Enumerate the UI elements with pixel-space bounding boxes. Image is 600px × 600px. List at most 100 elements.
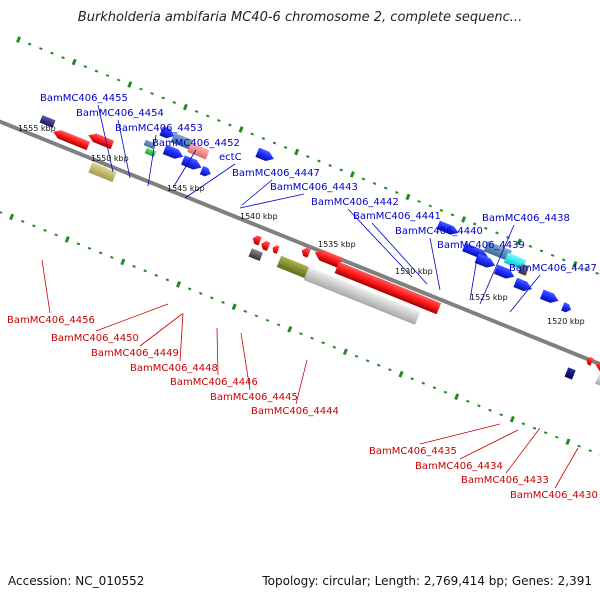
gene-label-minus[interactable]: BamMC406_4444 bbox=[251, 406, 339, 417]
gene-4452[interactable] bbox=[187, 142, 210, 160]
gene-label-minus[interactable]: BamMC406_4433 bbox=[461, 475, 549, 486]
gene-label-plus[interactable]: ectC bbox=[219, 152, 242, 163]
tick-mark-bottom bbox=[365, 359, 370, 363]
gene-label-minus[interactable]: BamMC406_4446 bbox=[170, 377, 258, 388]
tick-mark-bottom bbox=[377, 363, 381, 367]
kbp-tick-label: 1520 kbp bbox=[547, 317, 585, 326]
gene-4444b[interactable] bbox=[303, 266, 421, 325]
tick-mark-top bbox=[71, 58, 77, 66]
tick-mark-bottom bbox=[98, 251, 103, 255]
gene-4451[interactable] bbox=[162, 144, 185, 162]
gene-4444[interactable] bbox=[334, 261, 442, 315]
gene-label-minus[interactable]: BamMC406_4430 bbox=[510, 490, 598, 501]
tick-mark-bottom bbox=[64, 236, 70, 243]
gene-4439[interactable] bbox=[513, 277, 533, 294]
gene-4435b[interactable] bbox=[585, 356, 594, 366]
tick-mark-top bbox=[50, 51, 54, 55]
gene-label-minus[interactable]: BamMC406_4445 bbox=[210, 392, 298, 403]
tick-mark-bottom bbox=[87, 246, 92, 250]
tick-mark-bottom bbox=[76, 242, 81, 246]
gene-label-plus[interactable]: BamMC406_4454 bbox=[76, 108, 164, 119]
gene-label-plus[interactable]: BamMC406_4455 bbox=[40, 93, 128, 104]
tick-mark-bottom bbox=[32, 224, 36, 228]
gene-4450b[interactable] bbox=[199, 165, 213, 178]
gene-4440b[interactable] bbox=[493, 264, 516, 281]
plus-label-leader bbox=[371, 222, 428, 285]
gene-label-plus[interactable]: BamMC406_4442 bbox=[311, 197, 399, 208]
tick-mark-top bbox=[306, 154, 310, 158]
gene-4456b[interactable] bbox=[88, 162, 117, 183]
gene-label-minus[interactable]: BamMC406_4448 bbox=[130, 363, 218, 374]
gene-label-plus[interactable]: BamMC406_4452 bbox=[152, 138, 240, 149]
accession-text: Accession: NC_010552 bbox=[8, 574, 145, 588]
gene-label-plus[interactable]: BamMC406_4441 bbox=[353, 211, 441, 222]
tick-mark-bottom bbox=[488, 408, 492, 412]
tick-mark-top bbox=[83, 65, 88, 69]
gene-label-minus[interactable]: BamMC406_4450 bbox=[51, 333, 139, 344]
tick-mark-bottom bbox=[421, 381, 426, 385]
gene-4445[interactable] bbox=[276, 255, 310, 279]
gene-4454[interactable] bbox=[159, 126, 176, 141]
plus-label-leader bbox=[479, 224, 515, 305]
minus-label-leader bbox=[179, 312, 184, 362]
tick-mark-bottom bbox=[521, 422, 526, 426]
gene-label-minus[interactable]: BamMC406_4456 bbox=[7, 315, 95, 326]
gene-4438[interactable] bbox=[539, 289, 560, 306]
gene-4437[interactable] bbox=[561, 302, 573, 314]
tick-mark-top bbox=[372, 181, 377, 185]
topology-text: Topology: circular; Length: 2,769,414 bp… bbox=[262, 574, 592, 588]
gene-4454b[interactable] bbox=[144, 147, 157, 157]
tick-mark-bottom bbox=[410, 377, 414, 381]
tick-mark-bottom bbox=[532, 426, 537, 430]
gene-4446[interactable] bbox=[313, 248, 343, 269]
tick-mark-bottom bbox=[509, 415, 515, 423]
gene-label-plus[interactable]: BamMC406_4453 bbox=[115, 123, 203, 134]
gene-4447[interactable] bbox=[255, 147, 275, 164]
tick-mark-bottom bbox=[577, 444, 581, 448]
tick-mark-top bbox=[584, 267, 588, 271]
tick-mark-top bbox=[205, 114, 210, 118]
gene-label-minus[interactable]: BamMC406_4435 bbox=[369, 446, 457, 457]
gene-4446b[interactable] bbox=[300, 246, 311, 258]
gene-4441[interactable] bbox=[483, 241, 512, 261]
gene-label-plus[interactable]: BamMC406_4437 bbox=[509, 263, 597, 274]
gene-label-plus[interactable]: BamMC406_4438 bbox=[482, 213, 570, 224]
gene-4456[interactable] bbox=[51, 128, 90, 151]
gene-4449[interactable] bbox=[260, 240, 271, 252]
gene-4448[interactable] bbox=[271, 244, 280, 254]
gene-4440[interactable] bbox=[503, 252, 527, 271]
gene-4455b[interactable] bbox=[87, 131, 115, 150]
gene-4453[interactable] bbox=[170, 132, 194, 150]
gene-label-minus[interactable]: BamMC406_4434 bbox=[415, 461, 503, 472]
gene-4447b[interactable] bbox=[248, 248, 264, 262]
tick-mark-bottom bbox=[499, 413, 503, 417]
gene-4457[interactable] bbox=[39, 115, 56, 128]
tick-mark-top bbox=[127, 81, 133, 88]
gene-label-plus[interactable]: BamMC406_4443 bbox=[270, 182, 358, 193]
gene-4434[interactable] bbox=[564, 367, 576, 380]
kbp-tick-label: 1545 kbp bbox=[167, 184, 205, 193]
tick-mark-top bbox=[339, 168, 343, 172]
tick-mark-bottom bbox=[477, 404, 481, 408]
gene-4455[interactable] bbox=[143, 139, 156, 149]
gene-4433[interactable] bbox=[595, 373, 600, 391]
tick-mark-top bbox=[105, 74, 110, 78]
tick-mark-bottom bbox=[342, 348, 348, 356]
gene-label-plus[interactable]: BamMC406_4447 bbox=[232, 168, 320, 179]
gene-4441b[interactable] bbox=[474, 253, 497, 270]
plus-label-leader bbox=[117, 119, 131, 179]
gene-label-minus[interactable]: BamMC406_4449 bbox=[91, 348, 179, 359]
gene-4442[interactable] bbox=[462, 242, 489, 261]
gene-label-plus[interactable]: BamMC406_4440 bbox=[395, 226, 483, 237]
tick-mark-bottom bbox=[432, 386, 437, 390]
kbp-tick-label: 1525 kbp bbox=[470, 293, 508, 302]
minus-label-leader bbox=[139, 313, 183, 347]
tick-mark-top bbox=[228, 123, 232, 127]
tick-mark-bottom bbox=[287, 325, 293, 333]
tick-mark-top bbox=[550, 253, 555, 257]
tick-mark-bottom bbox=[9, 213, 15, 221]
gene-4443[interactable] bbox=[436, 220, 461, 238]
gene-4439b[interactable] bbox=[518, 263, 530, 276]
gene-4450[interactable] bbox=[251, 234, 262, 246]
gene-label-plus[interactable]: BamMC406_4439 bbox=[437, 240, 525, 251]
